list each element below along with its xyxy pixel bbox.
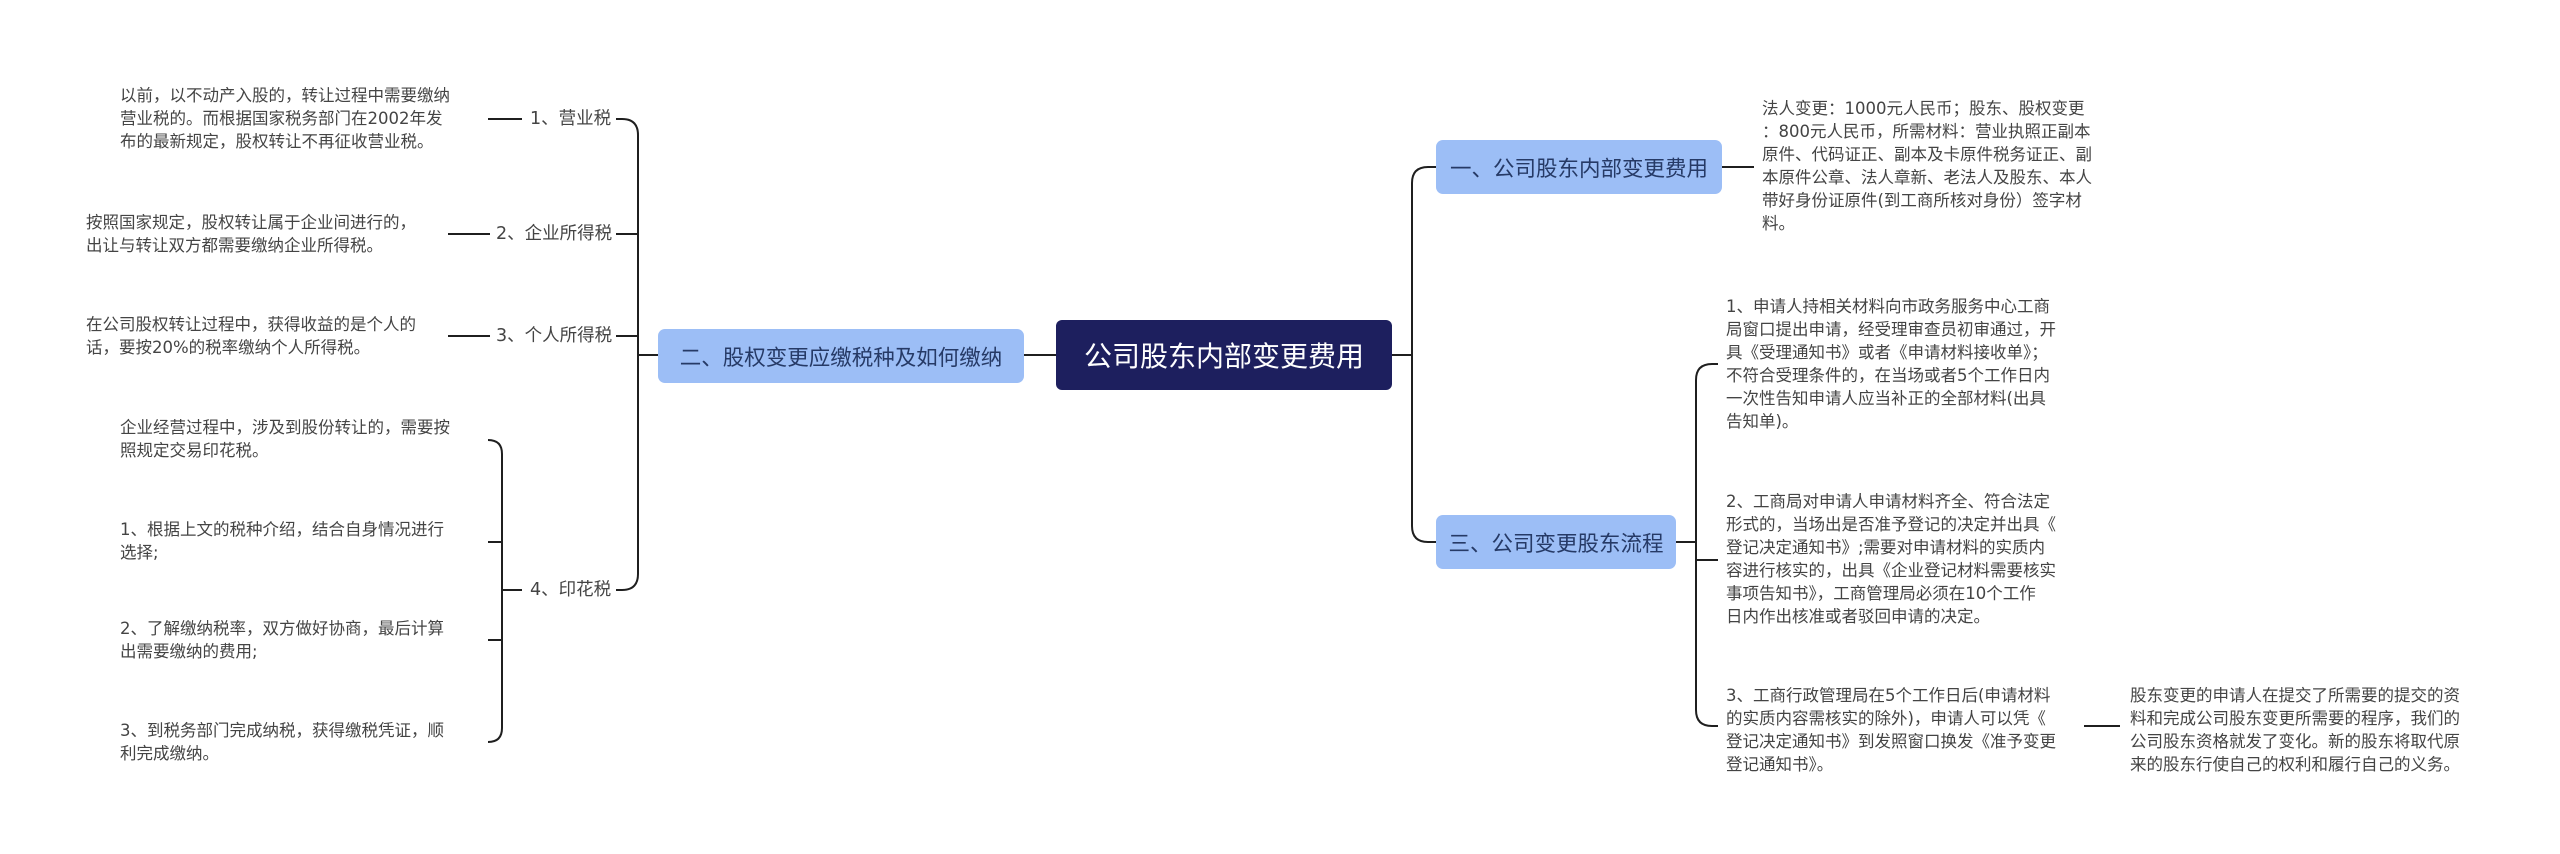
connector-right-trunk [1411, 166, 1429, 543]
tax-stamp-step: 2、了解缴纳税率，双方做好协商，最后计算 出需要缴纳的费用; [120, 619, 444, 661]
process-step-2: 2、工商局对申请人申请材料齐全、符合法定 形式的，当场出是否准予登记的决定并出具… [1726, 492, 2056, 626]
tax-business-detail: 以前，以不动产入股的，转让过程中需要缴纳 营业税的。而根据国家税务部门在2002… [120, 86, 450, 151]
root-node[interactable]: 公司股东内部变更费用 [1056, 320, 1392, 390]
tax-personal-income-label[interactable]: 3、个人所得税 [496, 326, 613, 346]
tax-stamp-step: 3、到税务部门完成纳税，获得缴税凭证，顺 利完成缴纳。 [120, 721, 444, 763]
connector-b3-trunk [1695, 363, 1713, 727]
tax-stamp-step: 1、根据上文的税种介绍，结合自身情况进行 选择; [120, 520, 444, 562]
process-step-1: 1、申请人持相关材料向市政务服务中心工商 局窗口提出申请，经受理审查员初审通过，… [1726, 297, 2056, 431]
branch-internal-change-fee[interactable]: 一、公司股东内部变更费用 [1436, 140, 1722, 194]
tax-business-label[interactable]: 1、营业税 [530, 109, 612, 129]
branch-label: 二、股权变更应缴税种及如何缴纳 [679, 345, 1003, 371]
tax-personal-income-detail: 在公司股权转让过程中，获得收益的是个人的 话，要按20%的税率缴纳个人所得税。 [86, 315, 416, 357]
fee-detail-text: 法人变更：1000元人民币；股东、股权变更 ：800元人民币，所需材料：营业执照… [1762, 99, 2092, 233]
branch-change-process[interactable]: 三、公司变更股东流程 [1436, 515, 1676, 569]
process-step-3: 3、工商行政管理局在5个工作日后(申请材料 的实质内容需核实的除外)，申请人可以… [1726, 686, 2056, 774]
connector-tax4-trunk [487, 439, 503, 743]
tax-stamp-label[interactable]: 4、印花税 [530, 580, 612, 600]
connector-b2-trunk [621, 118, 639, 591]
root-title: 公司股东内部变更费用 [1083, 340, 1364, 373]
tax-stamp-detail: 企业经营过程中，涉及到股份转让的，需要按 照规定交易印花税。 [120, 418, 450, 460]
branch-tax-types[interactable]: 二、股权变更应缴税种及如何缴纳 [658, 329, 1024, 383]
tax-enterprise-income-label[interactable]: 2、企业所得税 [496, 224, 613, 244]
branch-label: 三、公司变更股东流程 [1448, 531, 1664, 557]
process-step-3-note: 股东变更的申请人在提交了所需要的提交的资 料和完成公司股东变更所需要的程序，我们… [2130, 686, 2460, 774]
branch-label: 一、公司股东内部变更费用 [1449, 156, 1708, 182]
tax-enterprise-income-detail: 按照国家规定，股权转让属于企业间进行的， 出让与转让双方都需要缴纳企业所得税。 [86, 213, 416, 255]
